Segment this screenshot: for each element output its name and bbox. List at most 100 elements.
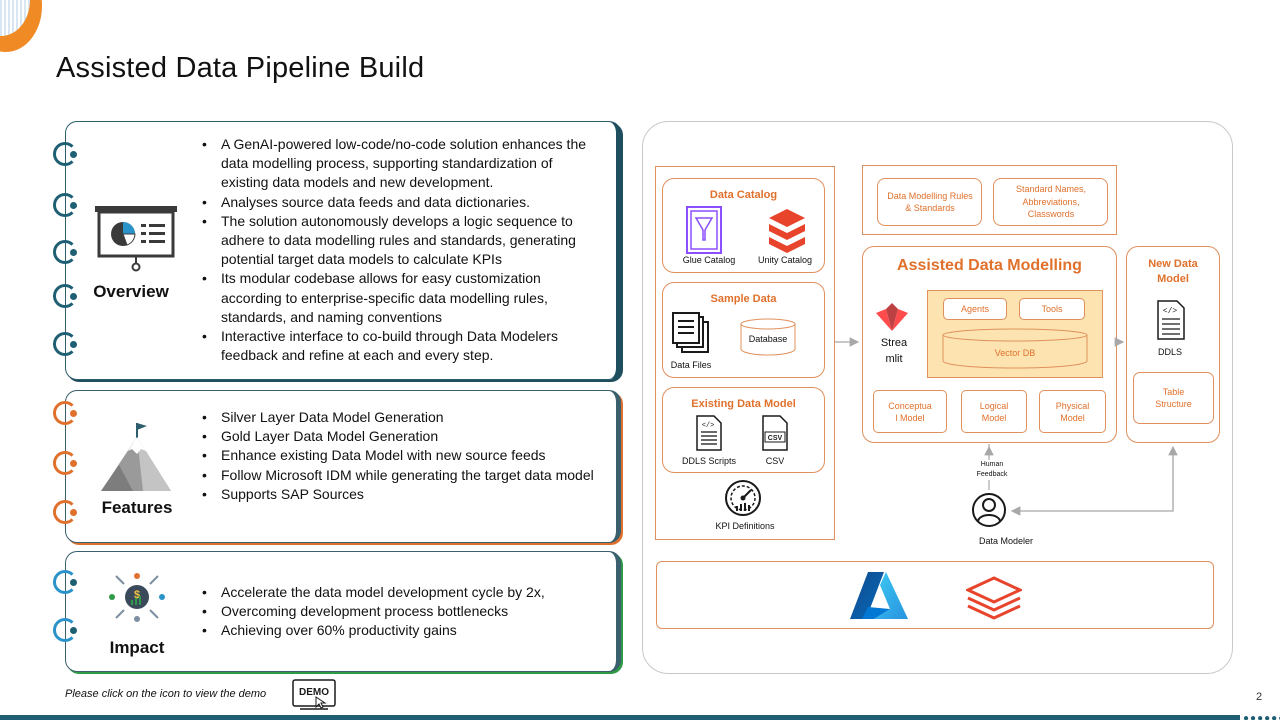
- binder-ring: [53, 284, 77, 308]
- list-item: Analyses source data feeds and data dict…: [202, 193, 602, 212]
- agents-box: Agents: [943, 298, 1007, 320]
- assisted-data-modelling-title: Assisted Data Modelling: [897, 257, 1082, 274]
- csv-label: CSV: [765, 456, 785, 466]
- unity-catalog-icon: [767, 207, 807, 253]
- data-modeler-label: Data Modeler: [978, 536, 1034, 546]
- list-item: A GenAI-powered low-code/no-code solutio…: [202, 135, 602, 193]
- human-feedback-line1: Human: [980, 461, 1004, 468]
- standard-names-box: Standard Names, Abbreviations, Classword…: [993, 178, 1108, 226]
- platforms-box: [656, 561, 1214, 629]
- data-files-icon: [672, 312, 712, 354]
- binder-ring: [53, 332, 77, 356]
- svg-text:</>: </>: [702, 422, 715, 430]
- demo-icon[interactable]: DEMO: [292, 679, 336, 711]
- standard-names-label: Standard Names, Abbreviations, Classword…: [1015, 184, 1087, 219]
- streamlit-label-line2: mlit: [885, 353, 903, 365]
- vector-db-icon: [942, 328, 1088, 370]
- glue-catalog-icon: [685, 206, 725, 254]
- table-structure-line2: Structure: [1155, 399, 1192, 409]
- binder-ring: [53, 193, 77, 217]
- conceptual-line2: l Model: [895, 412, 925, 423]
- modelling-rules-box: Data Modelling Rules & Standards: [877, 178, 982, 226]
- diagram-frame: [642, 121, 1233, 674]
- azure-logo-icon: [848, 571, 910, 621]
- overview-card: Overview A GenAI-powered low-code/no-cod…: [53, 121, 621, 380]
- list-item: Enhance existing Data Model with new sou…: [202, 446, 602, 465]
- features-card: Features Silver Layer Data Model Generat…: [53, 390, 621, 543]
- list-item: Achieving over 60% productivity gains: [202, 621, 602, 640]
- ddls-scripts-icon: </>: [696, 415, 722, 451]
- streamlit-logo-icon: [874, 303, 910, 331]
- sample-data-box: Sample Data Data Files Database: [662, 282, 825, 378]
- kpi-definitions-label: KPI Definitions: [715, 521, 775, 531]
- vector-db-label: Vector DB: [994, 348, 1036, 358]
- conceptual-model-box: Conceptua l Model: [873, 390, 947, 433]
- ddls-scripts-label: DDLS Scripts: [681, 456, 736, 466]
- binder-ring: [53, 240, 77, 264]
- list-item: Accelerate the data model development cy…: [202, 583, 602, 602]
- features-bullets: Silver Layer Data Model Generation Gold …: [202, 408, 602, 504]
- user-icon: [971, 492, 1007, 528]
- demo-note: Please click on the icon to view the dem…: [65, 688, 267, 700]
- physical-line2: Model: [1060, 412, 1085, 423]
- svg-text:</>: </>: [1163, 307, 1178, 316]
- databricks-logo-icon: [966, 576, 1022, 620]
- data-files-label: Data Files: [670, 360, 712, 370]
- svg-text:$: $: [134, 589, 140, 601]
- list-item: Supports SAP Sources: [202, 485, 602, 504]
- binder-ring: [53, 451, 77, 475]
- demo-icon-text: DEMO: [299, 687, 329, 698]
- ddls-label: DDLS: [1157, 347, 1182, 357]
- new-data-model-title-line2: Model: [1157, 273, 1189, 285]
- logical-model-box: Logical Model: [961, 390, 1027, 433]
- physical-model-box: Physical Model: [1039, 390, 1106, 433]
- list-item: Gold Layer Data Model Generation: [202, 427, 602, 446]
- csv-file-icon: CSV: [762, 415, 788, 451]
- logical-line2: Model: [981, 412, 1007, 423]
- modelling-rules-label: Data Modelling Rules & Standards: [887, 191, 973, 213]
- human-feedback-line2: Feedback: [976, 471, 1008, 478]
- impact-bullets: Accelerate the data model development cy…: [202, 583, 602, 641]
- unity-catalog-label: Unity Catalog: [757, 255, 813, 265]
- page-title: Assisted Data Pipeline Build: [56, 52, 425, 84]
- new-data-model-title: New Data Model: [1127, 257, 1219, 287]
- list-item: Silver Layer Data Model Generation: [202, 408, 602, 427]
- list-item: Its modular codebase allows for easy cus…: [202, 269, 602, 327]
- list-item: Follow Microsoft IDM while generating th…: [202, 466, 602, 485]
- presentation-board-icon: [93, 204, 179, 272]
- physical-line1: Physical: [1055, 400, 1090, 411]
- binder-ring: [53, 618, 77, 642]
- database-icon: [740, 318, 796, 356]
- human-feedback-label: Human Feedback: [962, 460, 1022, 480]
- table-structure-line1: Table: [1162, 387, 1185, 397]
- streamlit-label-line1: Strea: [880, 337, 908, 349]
- binder-ring: [53, 570, 77, 594]
- impact-label: Impact: [109, 638, 165, 657]
- overview-label: Overview: [93, 282, 169, 301]
- list-item: Overcoming development process bottlenec…: [202, 602, 602, 621]
- streamlit-label: Strea mlit: [868, 335, 920, 367]
- ddls-file-icon: </>: [1157, 300, 1185, 340]
- bottom-bar: [0, 715, 1240, 720]
- conceptual-line1: Conceptua: [888, 400, 932, 411]
- existing-data-model-box: Existing Data Model </> DDLS Scripts CSV…: [662, 387, 825, 473]
- money-growth-icon: $: [108, 572, 166, 622]
- mountain-flag-icon: [99, 421, 173, 493]
- overview-bullets: A GenAI-powered low-code/no-code solutio…: [202, 135, 602, 365]
- impact-card: $ Impact Accelerate the data model devel…: [53, 551, 621, 672]
- sample-data-title: Sample Data: [710, 293, 777, 305]
- existing-data-model-title: Existing Data Model: [691, 398, 796, 410]
- binder-ring: [53, 142, 77, 166]
- bottom-dots-decoration: ●●●●●●●: [1243, 713, 1280, 720]
- tools-box: Tools: [1019, 298, 1085, 320]
- page-number: 2: [1256, 691, 1263, 703]
- logical-line1: Logical: [979, 400, 1009, 411]
- list-item: The solution autonomously develops a log…: [202, 212, 602, 270]
- database-label: Database: [748, 334, 788, 344]
- glue-catalog-label: Glue Catalog: [682, 255, 736, 265]
- list-item: Interactive interface to co-build throug…: [202, 327, 602, 365]
- table-structure-box: Table Structure: [1133, 372, 1214, 424]
- new-data-model-title-line1: New Data: [1148, 258, 1198, 270]
- data-catalog-title: Data Catalog: [709, 189, 778, 201]
- binder-ring: [53, 500, 77, 524]
